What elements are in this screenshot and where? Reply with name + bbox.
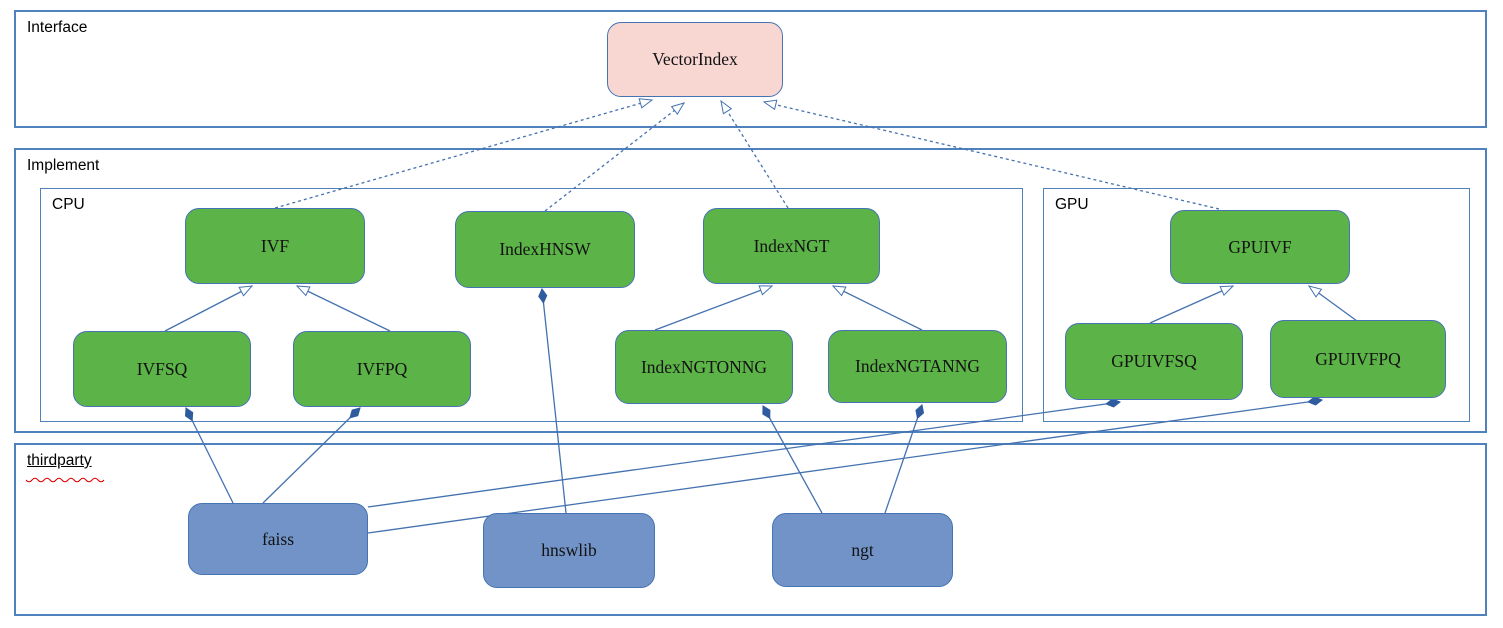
gpu-group-label: GPU bbox=[1055, 196, 1089, 213]
node-ivfpq-label: IVFPQ bbox=[356, 358, 408, 379]
node-ngt[interactable]: ngt bbox=[772, 513, 953, 587]
interface-section-label: Interface bbox=[27, 19, 88, 36]
node-faiss-label: faiss bbox=[261, 528, 295, 549]
node-ivf[interactable]: IVF bbox=[185, 208, 365, 284]
node-faiss[interactable]: faiss bbox=[188, 503, 368, 575]
node-indexngtonng-label: IndexNGTONNG bbox=[640, 356, 768, 377]
node-gpuivfpq-label: GPUIVFPQ bbox=[1315, 348, 1401, 369]
node-gpuivf[interactable]: GPUIVF bbox=[1170, 210, 1350, 284]
node-ivfpq[interactable]: IVFPQ bbox=[293, 331, 471, 407]
node-indexngtanng-label: IndexNGTANNG bbox=[855, 356, 980, 376]
node-indexngtanng[interactable]: IndexNGTANNG bbox=[828, 330, 1007, 403]
node-indexngtonng[interactable]: IndexNGTONNG bbox=[615, 330, 793, 404]
node-indexngt-label: IndexNGT bbox=[753, 235, 830, 256]
thirdparty-section-label: thirdparty bbox=[27, 452, 92, 469]
node-gpuivfsq-label: GPUIVFSQ bbox=[1111, 351, 1197, 371]
node-gpuivf-label: GPUIVF bbox=[1228, 236, 1292, 257]
node-indexhnsw-label: IndexHNSW bbox=[499, 239, 591, 259]
node-gpuivfpq[interactable]: GPUIVFPQ bbox=[1270, 320, 1446, 398]
node-indexhnsw[interactable]: IndexHNSW bbox=[455, 211, 635, 288]
node-ivfsq[interactable]: IVFSQ bbox=[73, 331, 251, 407]
node-vectorindex-label: VectorIndex bbox=[652, 49, 738, 69]
node-hnswlib-label: hnswlib bbox=[541, 540, 597, 560]
node-ngt-label: ngt bbox=[851, 539, 874, 560]
node-gpuivfsq[interactable]: GPUIVFSQ bbox=[1065, 323, 1243, 400]
node-vectorindex[interactable]: VectorIndex bbox=[607, 22, 783, 97]
node-hnswlib[interactable]: hnswlib bbox=[483, 513, 655, 588]
node-ivf-label: IVF bbox=[260, 235, 290, 256]
cpu-group-label: CPU bbox=[52, 196, 85, 213]
node-indexngt[interactable]: IndexNGT bbox=[703, 208, 880, 284]
implement-section-label: Implement bbox=[27, 157, 100, 174]
node-ivfsq-label: IVFSQ bbox=[136, 358, 188, 379]
